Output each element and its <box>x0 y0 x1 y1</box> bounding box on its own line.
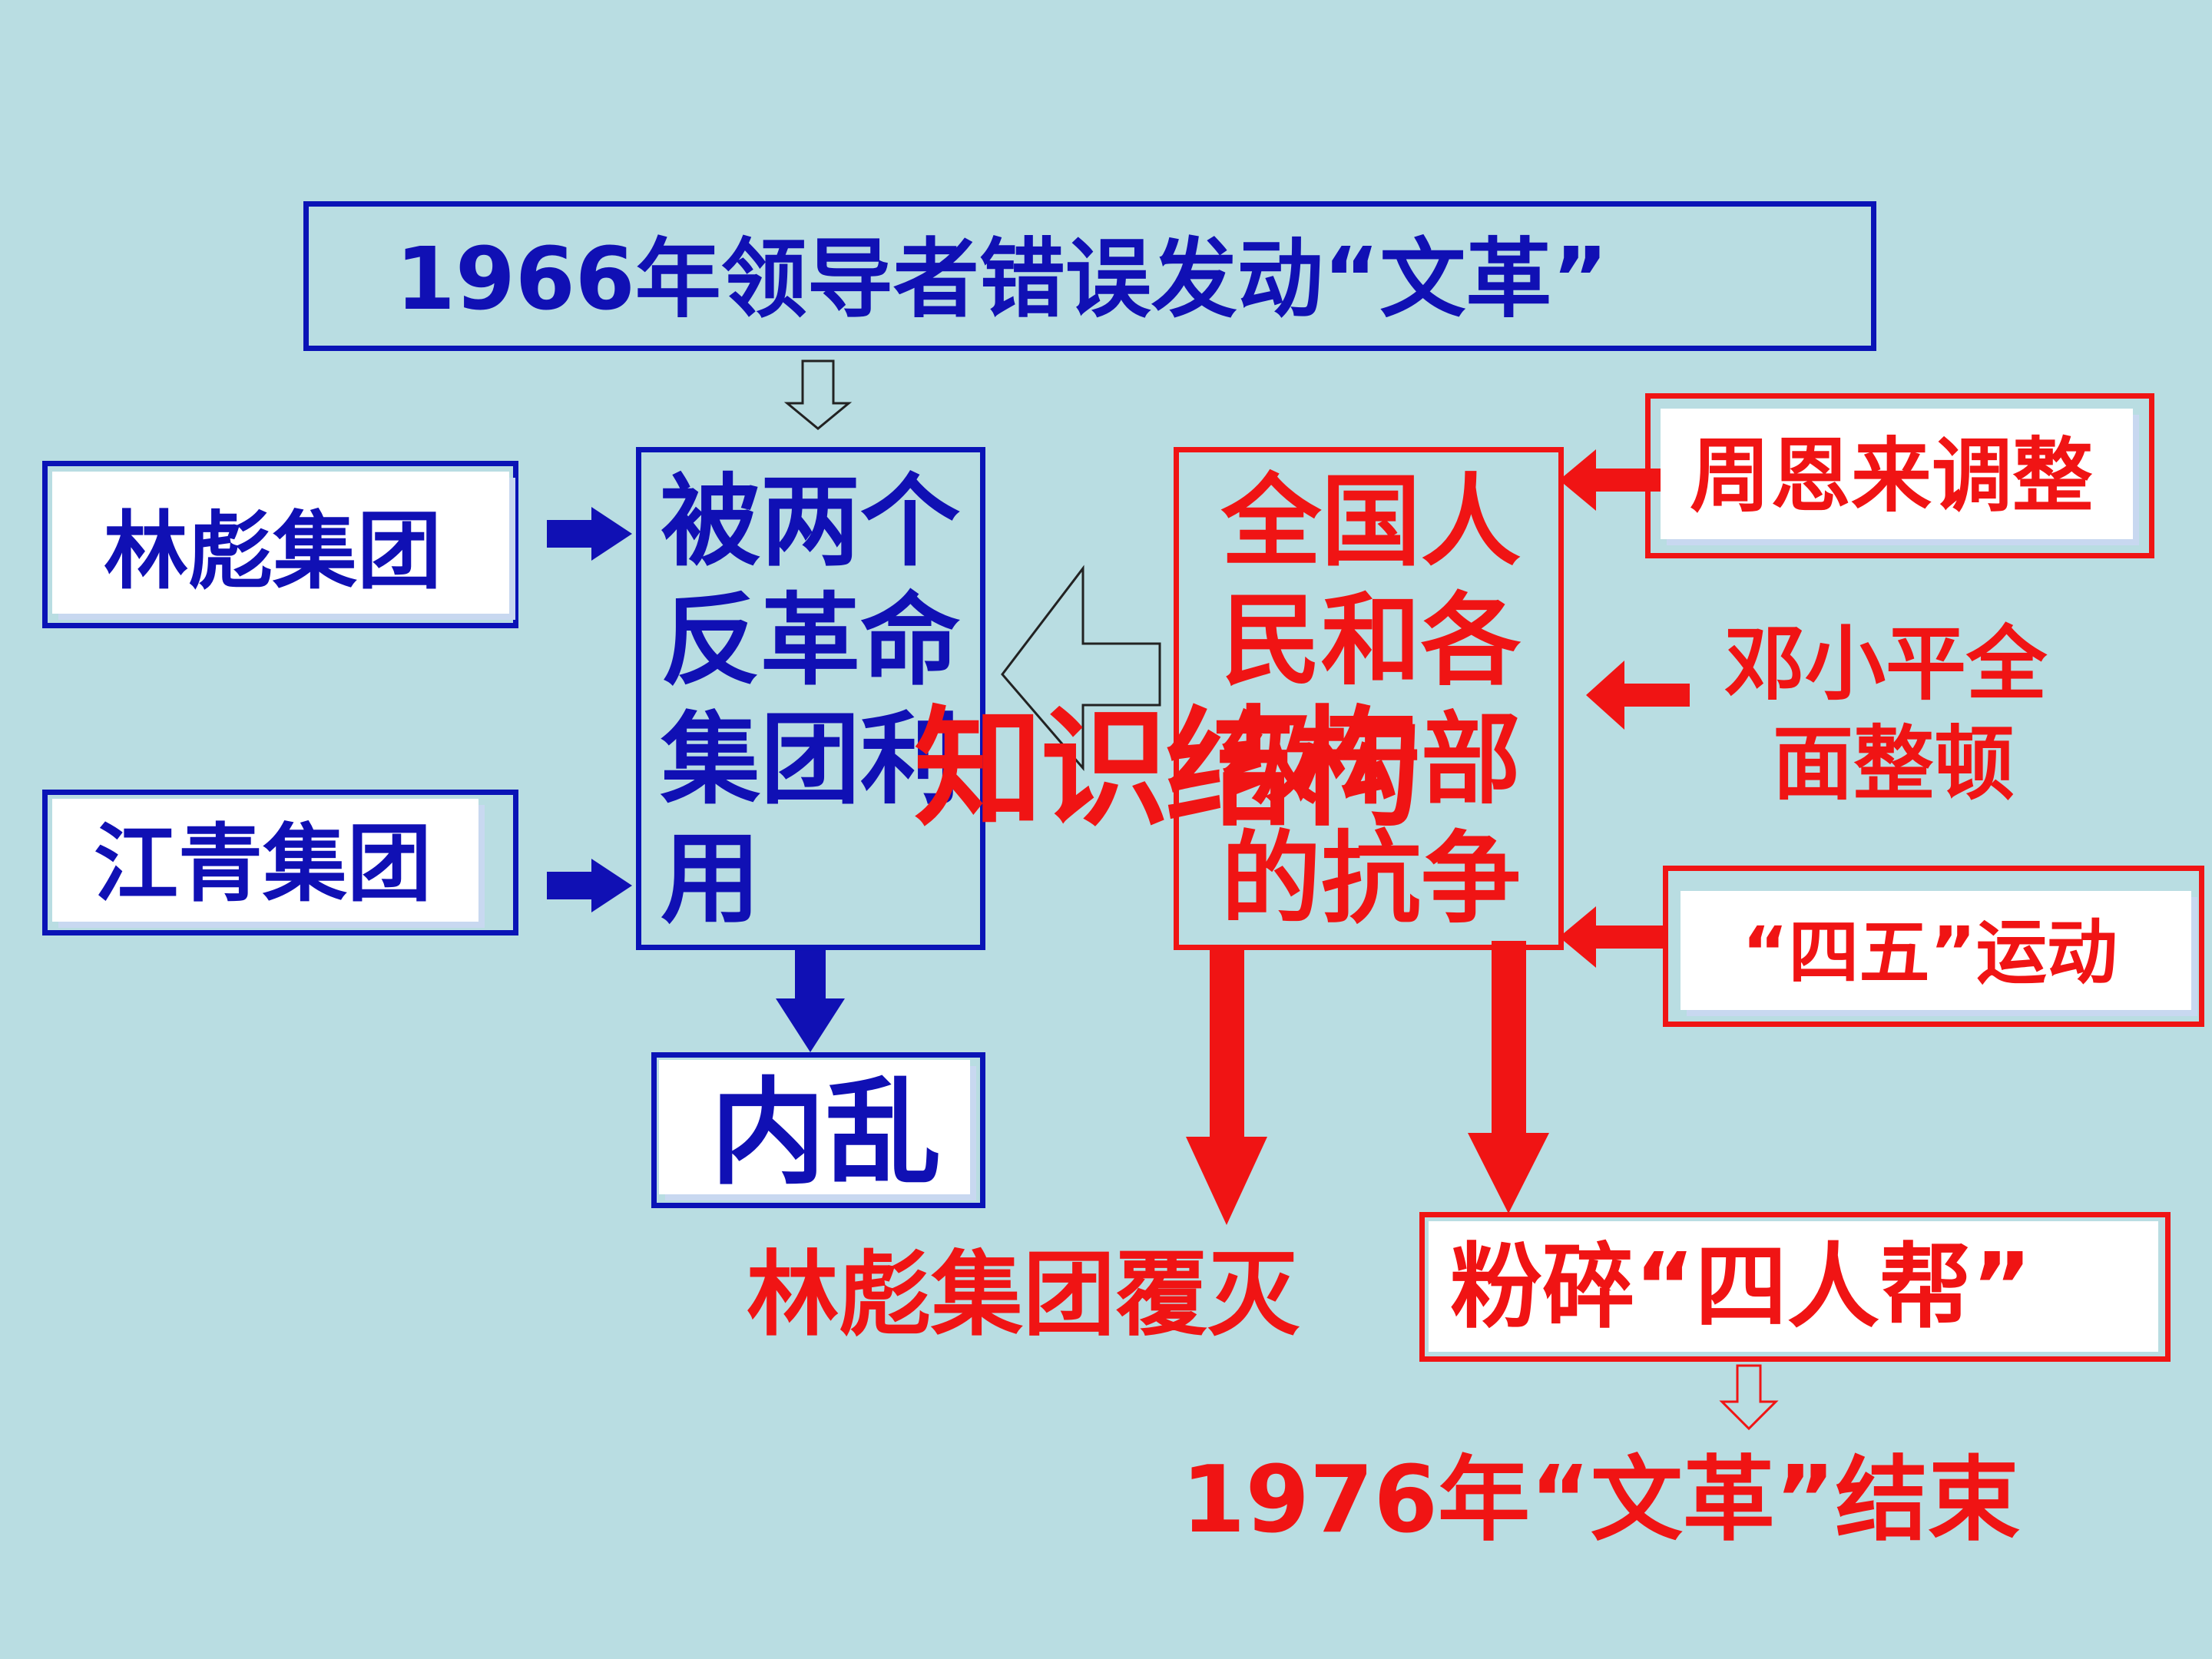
struggle-line-1: 全国人 <box>1221 463 1522 580</box>
overlay-title: 知识结构 <box>914 694 1421 844</box>
red-arrow-zhou <box>1559 449 1663 511</box>
right-label-siwu: “四五”运动 <box>1742 912 2118 994</box>
red-arrow-siwu <box>1559 906 1663 968</box>
chaos-box <box>651 1052 985 1208</box>
struggle-line-4: 的抗争 <box>1221 820 1522 937</box>
group-label-linbiao: 林彪集团 <box>104 502 442 601</box>
chaos-inner <box>659 1060 970 1194</box>
blue-arrow-2 <box>547 859 632 912</box>
blue-arrow-1 <box>547 507 632 561</box>
right-box-zhou <box>1645 393 2154 558</box>
struggle-line-2: 民和各 <box>1221 582 1522 699</box>
group-inner-jiangqing <box>52 799 478 922</box>
chaos-text: 内乱 <box>710 1067 942 1200</box>
top-title-box <box>303 201 1876 351</box>
right-box-siwu <box>1663 866 2204 1027</box>
right-label-deng-line-2: 面整顿 <box>1773 717 2015 811</box>
right-inner-zhou <box>1661 409 2133 539</box>
outcome-linbiao: 林彪集团覆灭 <box>747 1242 1300 1349</box>
hollow-left-arrow <box>1001 565 1161 772</box>
exploited-line-1: 被两个 <box>661 463 961 580</box>
red-arrow-deng <box>1586 661 1690 730</box>
right-label-deng-line-1: 邓小平全 <box>1724 618 2048 711</box>
right-inner-siwu <box>1681 891 2191 1010</box>
group-box-linbiao <box>42 461 518 628</box>
right-label-zhou: 周恩来调整 <box>1690 429 2094 523</box>
outcome-box-gang <box>1419 1212 2171 1362</box>
group-box-jiangqing <box>42 790 518 935</box>
red-arrow-down-2 <box>1468 941 1549 1214</box>
down-arrow-outline-red <box>1719 1364 1779 1431</box>
red-arrow-down-1 <box>1186 950 1267 1225</box>
top-title-text: 1966年领导者错误发动“文革” <box>396 230 1608 329</box>
exploited-box <box>636 447 985 950</box>
group-inner-linbiao <box>52 472 509 614</box>
outcome-inner-gang <box>1429 1221 2158 1352</box>
outcome-gang: 粉碎“四人帮” <box>1450 1234 2032 1341</box>
struggle-line-3: 级干部 <box>1221 701 1522 818</box>
exploited-line-4: 用 <box>661 820 761 937</box>
blue-arrow-down <box>776 950 845 1052</box>
group-label-jiangqing: 江青集团 <box>94 815 432 913</box>
struggle-box <box>1174 447 1564 950</box>
exploited-line-2: 反革命 <box>661 582 961 699</box>
down-arrow-outline-top <box>783 359 853 430</box>
exploited-line-3: 集团利 <box>661 701 961 818</box>
end-text: 1976年“文革”结束 <box>1181 1447 2020 1554</box>
